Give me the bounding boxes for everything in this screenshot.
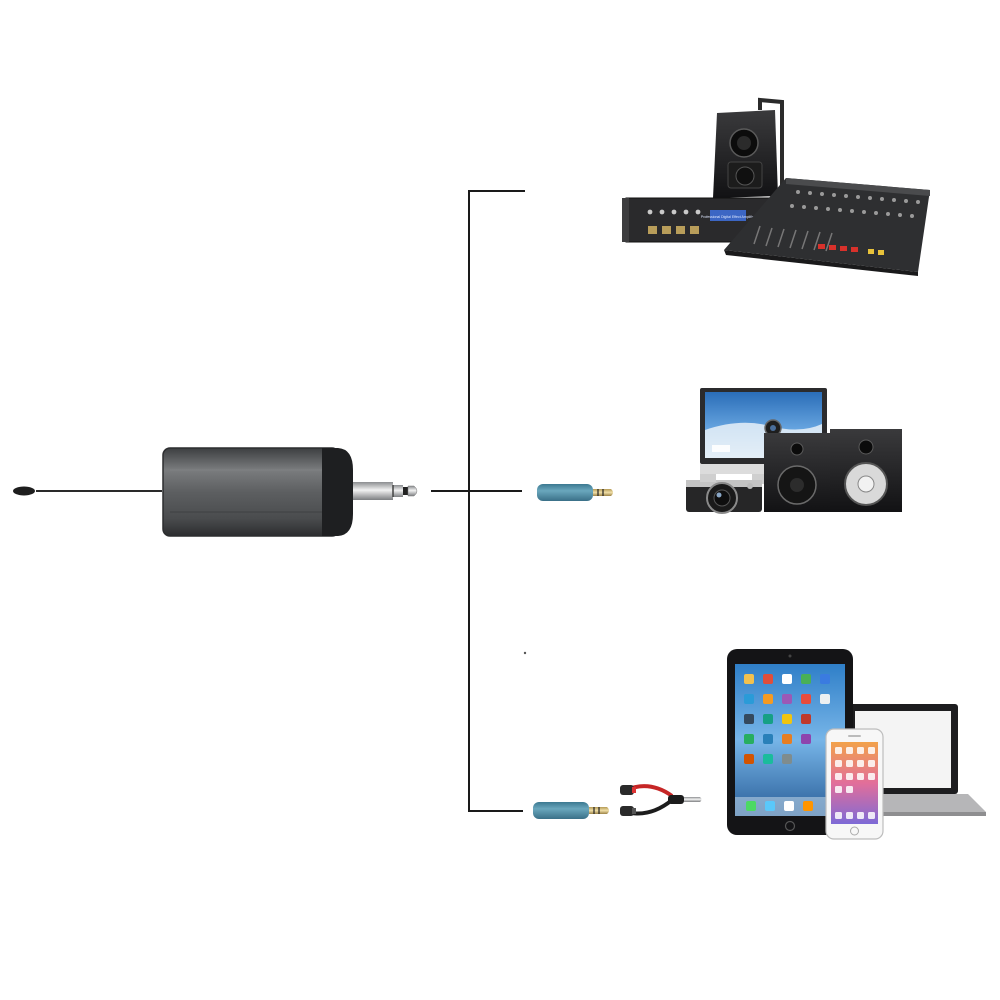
y-splitter-cable-icon [620, 784, 702, 816]
smartphone-icon [825, 728, 884, 840]
branch-computer-audio [537, 388, 902, 514]
speaker-cabinet-icon [713, 97, 784, 198]
wireless-receiver-icon [13, 447, 418, 537]
branch-pro-audio: Professional Digital Effect Amplifier [622, 97, 930, 276]
tablet-icon [727, 649, 853, 835]
audio-mixer-icon [724, 178, 930, 276]
adapter-6-35-to-3-5-icon [537, 484, 613, 501]
branch-mobile-devices [533, 649, 986, 840]
bookshelf-speakers-icon [764, 429, 902, 512]
connector-lines [431, 190, 525, 812]
camera-icon [686, 474, 762, 514]
antenna-tip-icon [13, 486, 35, 496]
stray-dot [523, 651, 527, 655]
jack-plug-icon [353, 482, 393, 500]
lcd-display-icon [710, 210, 746, 221]
adapter-6-35-to-3-5-icon [533, 802, 609, 819]
lcd-text: Professional Digital Effect Amplifier [701, 215, 756, 219]
